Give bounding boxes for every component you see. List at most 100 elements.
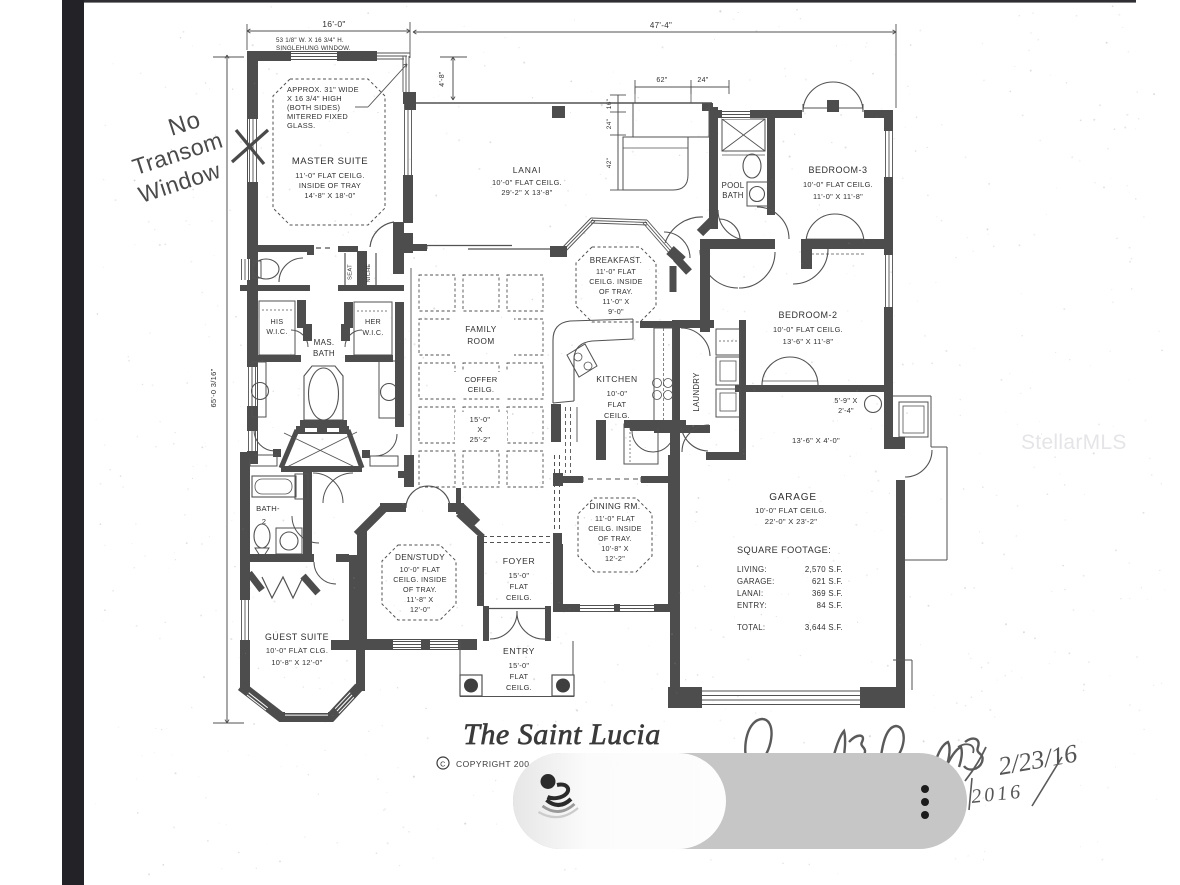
svg-text:SINGLEHUNG WINDOW.: SINGLEHUNG WINDOW. <box>276 45 351 52</box>
svg-text:53 1/8" W. X 16 3/4" H.: 53 1/8" W. X 16 3/4" H. <box>276 37 344 44</box>
svg-text:W.I.C.: W.I.C. <box>362 328 383 337</box>
svg-text:FLAT: FLAT <box>510 672 529 681</box>
svg-text:SQUARE FOOTAGE:: SQUARE FOOTAGE: <box>737 545 831 555</box>
svg-text:24": 24" <box>606 118 613 129</box>
svg-text:15'-0": 15'-0" <box>470 415 491 424</box>
svg-text:GARAGE:: GARAGE: <box>737 577 775 586</box>
svg-text:LAUNDRY: LAUNDRY <box>692 372 701 412</box>
svg-text:W.I.C.: W.I.C. <box>266 327 287 336</box>
svg-text:12'-0": 12'-0" <box>410 605 430 614</box>
svg-text:DINING RM.: DINING RM. <box>590 501 641 511</box>
svg-text:OF TRAY.: OF TRAY. <box>403 585 437 594</box>
svg-text:29'-2" X 13'-8": 29'-2" X 13'-8" <box>501 188 552 197</box>
svg-text:MITERED FIXED: MITERED FIXED <box>287 112 348 121</box>
svg-text:BREAKFAST.: BREAKFAST. <box>590 256 642 265</box>
svg-text:10'-0" FLAT: 10'-0" FLAT <box>400 565 441 574</box>
svg-text:ENTRY: ENTRY <box>503 646 535 656</box>
svg-text:369 S.F.: 369 S.F. <box>812 589 843 598</box>
svg-text:GUEST SUITE: GUEST SUITE <box>265 632 329 642</box>
svg-text:CEILG.: CEILG. <box>468 385 495 394</box>
svg-text:5'-9" X: 5'-9" X <box>834 396 857 405</box>
svg-text:LANAI: LANAI <box>513 165 542 175</box>
svg-text:10'-8" X: 10'-8" X <box>601 544 629 553</box>
svg-text:42": 42" <box>606 157 613 168</box>
svg-text:HER: HER <box>365 317 381 326</box>
svg-text:MASTER SUITE: MASTER SUITE <box>292 156 368 167</box>
svg-text:10'-0" FLAT CEILG.: 10'-0" FLAT CEILG. <box>492 178 562 187</box>
svg-text:47'-4": 47'-4" <box>650 21 672 30</box>
svg-text:15'-0": 15'-0" <box>509 661 530 670</box>
svg-text:62": 62" <box>656 77 667 84</box>
svg-text:C: C <box>440 760 446 769</box>
svg-text:2,570 S.F.: 2,570 S.F. <box>805 565 843 574</box>
svg-text:CEILG. INSIDE: CEILG. INSIDE <box>589 277 642 286</box>
svg-text:11'-0" X: 11'-0" X <box>603 297 630 306</box>
svg-text:X: X <box>477 425 482 434</box>
svg-text:22'-0" X 23'-2": 22'-0" X 23'-2" <box>765 517 817 526</box>
svg-text:INSIDE OF TRAY: INSIDE OF TRAY <box>299 181 361 190</box>
svg-text:HIS: HIS <box>271 317 284 326</box>
svg-text:(BOTH SIDES): (BOTH SIDES) <box>287 103 340 112</box>
svg-text:COPYRIGHT 200: COPYRIGHT 200 <box>456 759 529 769</box>
svg-text:11'-0" FLAT CEILG.: 11'-0" FLAT CEILG. <box>295 171 364 180</box>
svg-text:CEILG.: CEILG. <box>506 683 532 692</box>
svg-text:2: 2 <box>262 517 267 526</box>
svg-text:2'-4": 2'-4" <box>838 406 854 415</box>
svg-text:ENTRY:: ENTRY: <box>737 601 767 610</box>
svg-text:The Saint Lucia: The Saint Lucia <box>463 718 661 751</box>
svg-text:BEDROOM-3: BEDROOM-3 <box>808 165 867 175</box>
svg-text:621 S.F.: 621 S.F. <box>812 577 843 586</box>
svg-text:10'-0" FLAT CEILG.: 10'-0" FLAT CEILG. <box>803 180 873 189</box>
svg-text:13'-6" X 4'-0": 13'-6" X 4'-0" <box>792 436 840 445</box>
svg-text:11'-0" FLAT: 11'-0" FLAT <box>595 514 635 523</box>
svg-text:CEILG. INSIDE: CEILG. INSIDE <box>393 575 446 584</box>
svg-text:9'-0": 9'-0" <box>608 307 624 316</box>
svg-text:FOYER: FOYER <box>503 556 536 566</box>
svg-text:COFFER: COFFER <box>464 375 497 384</box>
svg-text:10'-8" X 12'-0": 10'-8" X 12'-0" <box>271 658 322 667</box>
svg-text:12'-2": 12'-2" <box>605 554 625 563</box>
svg-text:LIVING:: LIVING: <box>737 565 767 574</box>
svg-text:11'-0" X 11'-8": 11'-0" X 11'-8" <box>813 192 863 201</box>
svg-text:StellarMLS: StellarMLS <box>1021 431 1127 454</box>
svg-text:TOTAL:: TOTAL: <box>737 623 765 632</box>
svg-text:BEDROOM-2: BEDROOM-2 <box>778 310 837 320</box>
svg-text:KITCHEN: KITCHEN <box>596 374 638 384</box>
svg-text:X 16 3/4" HIGH: X 16 3/4" HIGH <box>287 94 342 103</box>
svg-text:16'-0": 16'-0" <box>322 19 345 29</box>
svg-text:13'-6" X 11'-8": 13'-6" X 11'-8" <box>783 337 834 346</box>
svg-text:APPROX. 31" WIDE: APPROX. 31" WIDE <box>287 85 359 94</box>
svg-text:65'-0 3/16": 65'-0 3/16" <box>209 368 218 407</box>
svg-text:BATH: BATH <box>313 349 335 358</box>
svg-text:11'-8" X: 11'-8" X <box>407 595 434 604</box>
svg-text:CEILG. INSIDE: CEILG. INSIDE <box>588 524 641 533</box>
svg-text:84 S.F.: 84 S.F. <box>817 601 843 610</box>
svg-text:CEILG.: CEILG. <box>604 411 630 420</box>
svg-text:BATH: BATH <box>722 191 743 200</box>
svg-text:2016: 2016 <box>970 781 1024 808</box>
svg-text:POOL: POOL <box>722 181 745 190</box>
svg-text:OF TRAY.: OF TRAY. <box>598 534 632 543</box>
svg-text:10'-0" FLAT CLG.: 10'-0" FLAT CLG. <box>266 646 328 655</box>
svg-text:GARAGE: GARAGE <box>769 492 817 503</box>
svg-text:MAS.: MAS. <box>314 338 335 347</box>
svg-text:FLAT: FLAT <box>608 400 627 409</box>
svg-text:NICHE: NICHE <box>366 264 372 283</box>
svg-text:FAMILY: FAMILY <box>465 325 497 334</box>
svg-text:3,644 S.F.: 3,644 S.F. <box>805 623 843 632</box>
svg-text:16": 16" <box>606 98 613 109</box>
svg-text:10'-0" FLAT CEILG.: 10'-0" FLAT CEILG. <box>773 325 843 334</box>
svg-text:LANAI:: LANAI: <box>737 589 764 598</box>
svg-text:CEILG.: CEILG. <box>506 593 532 602</box>
svg-text:11'-0" FLAT: 11'-0" FLAT <box>596 267 636 276</box>
svg-text:OF TRAY.: OF TRAY. <box>599 287 633 296</box>
svg-text:SEAT: SEAT <box>348 264 354 280</box>
svg-text:DEN/STUDY: DEN/STUDY <box>395 553 445 562</box>
svg-text:GLASS.: GLASS. <box>287 121 316 130</box>
svg-text:BATH-: BATH- <box>256 504 280 513</box>
svg-text:10'-0": 10'-0" <box>607 389 628 398</box>
svg-text:FLAT: FLAT <box>510 582 529 591</box>
svg-text:24": 24" <box>697 77 708 84</box>
svg-text:25'-2": 25'-2" <box>470 435 491 444</box>
svg-text:4'-8": 4'-8" <box>439 71 446 87</box>
